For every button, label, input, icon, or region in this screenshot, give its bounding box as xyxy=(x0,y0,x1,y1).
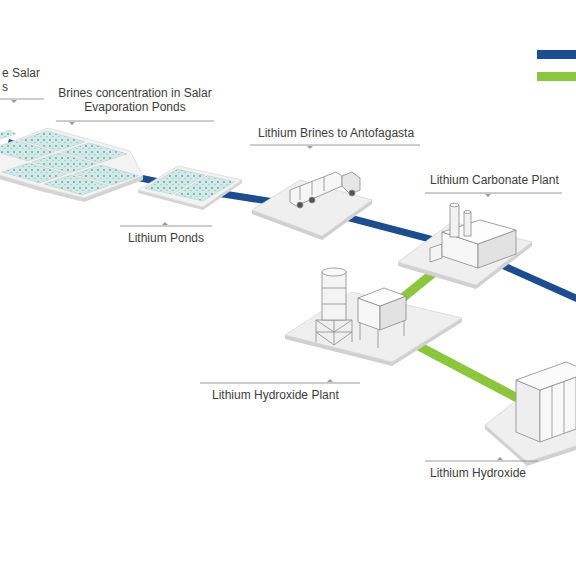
label-rule xyxy=(425,193,562,194)
chimney xyxy=(464,212,471,236)
label-marker xyxy=(162,222,168,225)
chimney-top xyxy=(450,203,459,207)
label-marker xyxy=(69,122,75,125)
station-node: Lithium Hydroxide Plant xyxy=(350,310,396,334)
truck-wheel xyxy=(309,197,315,203)
label-marker xyxy=(485,194,491,197)
pond-tile xyxy=(0,130,16,140)
tower-top xyxy=(322,268,346,276)
label-rule xyxy=(200,383,360,384)
unit-roof xyxy=(358,288,406,306)
label-rule xyxy=(425,461,538,462)
carbonate-building xyxy=(430,203,516,268)
product-stack xyxy=(516,362,576,442)
label-rule xyxy=(250,145,420,146)
pond-tile xyxy=(74,165,139,185)
label-rule xyxy=(120,226,212,227)
label-marker xyxy=(11,100,17,103)
tanker-truck xyxy=(290,172,360,208)
legend-bar xyxy=(537,50,576,59)
stack-panel xyxy=(552,386,553,438)
stack-face xyxy=(516,380,540,442)
pond-tiles xyxy=(0,131,139,195)
label-leaders xyxy=(0,99,562,461)
platform xyxy=(138,166,242,207)
chimney-top xyxy=(464,211,471,214)
station-label: Lithium Hydroxide Plant xyxy=(212,388,339,402)
legend-bar xyxy=(537,72,576,81)
label-markers xyxy=(11,100,503,460)
building-annex xyxy=(430,244,442,262)
truck-rib xyxy=(324,177,325,191)
label-rule xyxy=(56,121,214,122)
label-marker xyxy=(307,146,313,149)
truck-tank xyxy=(290,172,342,206)
station-node: Lithium Ponds xyxy=(175,180,209,198)
truck-rib xyxy=(312,181,313,195)
pond-tile xyxy=(175,176,235,201)
station-label: Lithium Hydroxide xyxy=(430,466,526,480)
label-rule xyxy=(0,99,44,100)
scaffold xyxy=(316,320,352,345)
station-node: Lithium Brines to Antofagasta xyxy=(290,198,334,218)
pond-tile xyxy=(20,131,85,151)
truck-rib xyxy=(300,186,301,200)
label-marker xyxy=(327,379,333,382)
truck-wheel xyxy=(349,190,355,196)
station-label: Lithium Brines to Antofagasta xyxy=(258,126,414,140)
hydroxide-plant xyxy=(316,268,406,348)
stack-panel xyxy=(564,381,565,433)
tower-ring xyxy=(322,304,346,305)
station-node: Brines concentration in Salar Evaporatio… xyxy=(40,152,100,174)
station-node: Lithium Carbonate Plant xyxy=(440,236,488,260)
station-label: e Salar s xyxy=(2,66,44,94)
stack-top xyxy=(516,362,576,390)
label-marker xyxy=(497,457,503,460)
station-label: Lithium Ponds xyxy=(128,231,204,245)
station-label: Brines concentration in Salar Evaporatio… xyxy=(56,86,214,114)
truck-wheel xyxy=(297,202,303,208)
station-node: e Salar s xyxy=(0,136,8,146)
platform xyxy=(0,128,143,198)
station-label: Lithium Carbonate Plant xyxy=(430,173,559,187)
station-node: Lithium Hydroxide xyxy=(518,396,562,424)
chimney xyxy=(450,205,459,237)
tower-ring xyxy=(322,288,346,289)
tower xyxy=(322,272,346,320)
